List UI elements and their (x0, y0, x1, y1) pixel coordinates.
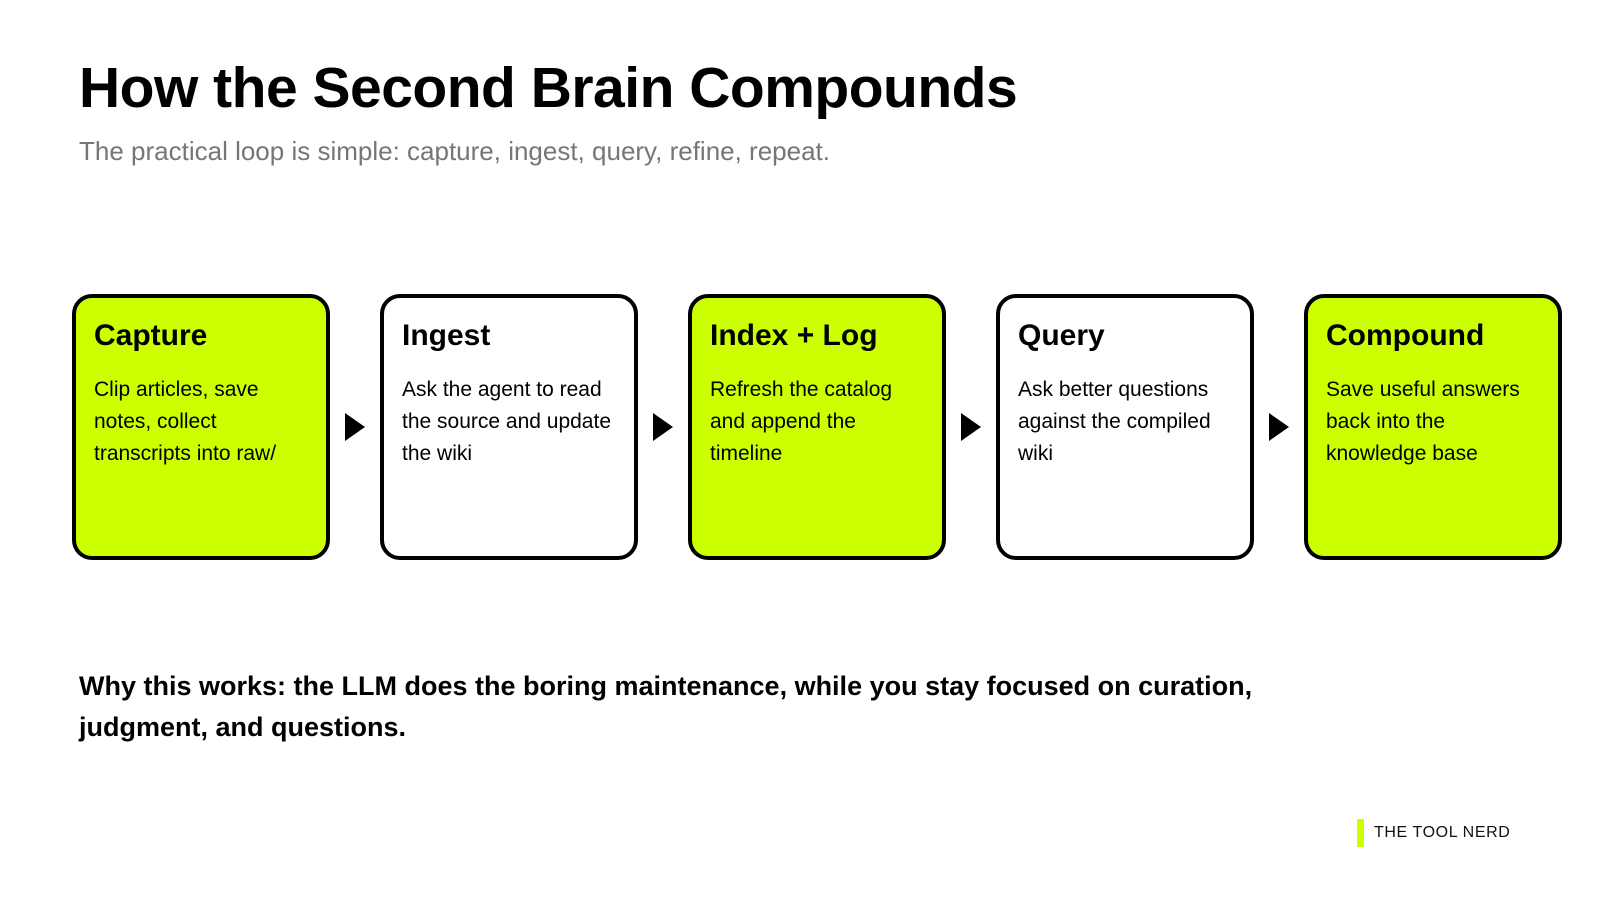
triangle-right-icon (961, 413, 981, 441)
slide-header: How the Second Brain Compounds The pract… (79, 56, 1519, 167)
flow-step-title: Query (1018, 319, 1105, 352)
brand-bar-icon (1357, 819, 1364, 847)
flow-step-index-log[interactable]: Index + Log Refresh the catalog and appe… (688, 294, 946, 560)
flow-step-compound[interactable]: Compound Save useful answers back into t… (1304, 294, 1562, 560)
flow-step-capture[interactable]: Capture Clip articles, save notes, colle… (72, 294, 330, 560)
flow-step-query[interactable]: Query Ask better questions against the c… (996, 294, 1254, 560)
flow-step-body: Refresh the catalog and append the timel… (710, 378, 893, 465)
flow-step-title: Capture (94, 319, 208, 352)
flow-step-body: Save useful answers back into the knowle… (1326, 378, 1520, 465)
flow-step-title: Ingest (402, 319, 491, 352)
process-flow: Capture Clip articles, save notes, colle… (72, 294, 1562, 560)
flow-step-body: Ask the agent to read the source and upd… (402, 378, 611, 465)
flow-step-body: Ask better questions against the compile… (1018, 378, 1211, 465)
flow-step-title: Compound (1326, 319, 1485, 352)
page-title: How the Second Brain Compounds (79, 56, 1018, 120)
triangle-right-icon (1269, 413, 1289, 441)
flow-connector-4 (1254, 294, 1304, 560)
flow-step-title: Index + Log (710, 319, 878, 352)
page-subtitle: The practical loop is simple: capture, i… (79, 135, 831, 166)
triangle-right-icon (345, 413, 365, 441)
takeaway-text: Why this works: the LLM does the boring … (79, 671, 1253, 743)
flow-step-body: Clip articles, save notes, collect trans… (94, 378, 277, 465)
brand-footer: THE TOOL NERD (1357, 819, 1510, 847)
flow-connector-3 (946, 294, 996, 560)
brand-name: THE TOOL NERD (1374, 824, 1511, 841)
flow-connector-2 (638, 294, 688, 560)
triangle-right-icon (653, 413, 673, 441)
flow-connector-1 (330, 294, 380, 560)
flow-step-ingest[interactable]: Ingest Ask the agent to read the source … (380, 294, 638, 560)
